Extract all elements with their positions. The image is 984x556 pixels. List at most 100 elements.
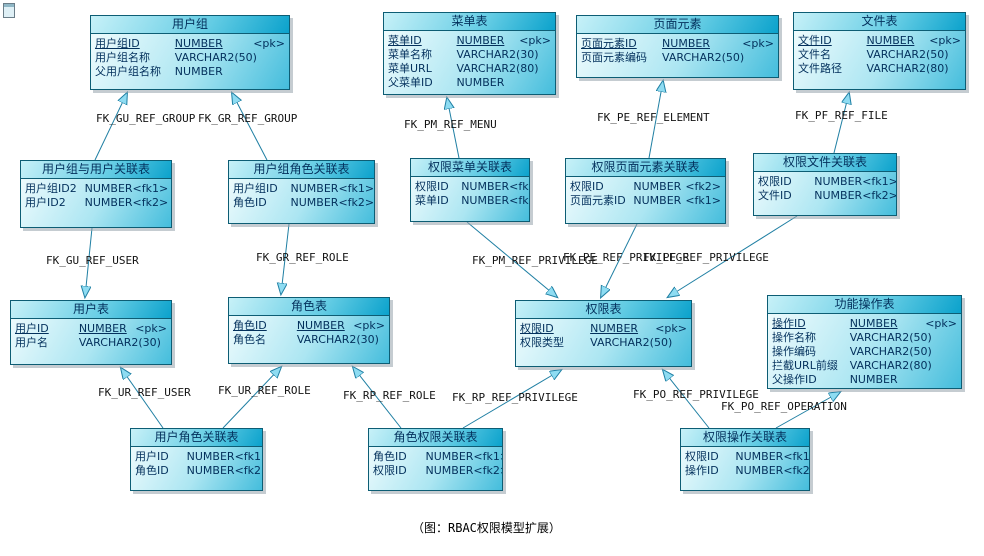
attr-name: 操作ID — [685, 464, 719, 477]
attr-type: NUMBER — [425, 450, 474, 463]
fk-label-fk-po-ref-operation: FK_PO_REF_OPERATION — [721, 400, 847, 413]
attr-name: 角色ID — [233, 196, 267, 209]
attr-type: NUMBER — [814, 175, 863, 188]
attribute-row: 操作编码 VARCHAR2(50) — [772, 345, 957, 359]
attr-name: 角色ID — [233, 319, 267, 332]
attr-type: NUMBER — [174, 37, 223, 50]
attr-name: 页面元素ID — [581, 37, 637, 50]
entity-title-file: 文件表 — [794, 13, 965, 31]
fk-label-fk-gr-ref-role: FK_GR_REF_ROLE — [256, 251, 349, 264]
attr-type: NUMBER — [590, 322, 639, 335]
attr-key: <fk1> — [862, 175, 897, 188]
attr-type: VARCHAR2(50) — [174, 51, 257, 64]
entity-title-priv-element-assoc: 权限页面元素关联表 — [566, 159, 725, 177]
attr-type: VARCHAR2(30) — [456, 48, 539, 61]
entity-title-user: 用户表 — [11, 301, 171, 319]
attr-key: <fk2> — [783, 464, 810, 477]
attribute-row: 文件名 VARCHAR2(50) — [798, 48, 961, 62]
attr-name: 权限类型 — [520, 336, 564, 349]
attr-key: <fk2> — [338, 196, 375, 209]
attribute-row: 权限类型 VARCHAR2(50) — [520, 336, 687, 350]
attr-type: NUMBER — [866, 34, 915, 47]
attr-type: NUMBER — [633, 194, 682, 207]
fk-label-fk-pf-ref-file: FK_PF_REF_FILE — [795, 109, 888, 122]
attr-type: VARCHAR2(80) — [849, 359, 932, 372]
fk-label-fk-rp-ref-role: FK_RP_REF_ROLE — [343, 389, 436, 402]
attr-type: NUMBER — [849, 317, 898, 330]
attr-name: 页面元素编码 — [581, 51, 647, 64]
fk-label-fk-gu-ref-user: FK_GU_REF_USER — [46, 254, 139, 267]
attr-name: 用户ID — [135, 450, 169, 463]
attr-name: 用户组ID — [233, 182, 278, 195]
attr-name: 权限ID — [685, 450, 719, 463]
fk-label-fk-pm-ref-menu: FK_PM_REF_MENU — [404, 118, 497, 131]
attr-type: VARCHAR2(50) — [590, 336, 673, 349]
attr-name: 用户ID — [15, 322, 49, 335]
attr-type: VARCHAR2(50) — [866, 48, 949, 61]
attr-type: NUMBER — [461, 180, 510, 193]
fk-label-fk-gr-ref-group: FK_GR_REF_GROUP — [198, 112, 298, 125]
attr-key: <pk> — [135, 322, 167, 335]
attr-name: 菜单ID — [388, 34, 422, 47]
attr-type: VARCHAR2(30) — [296, 333, 379, 346]
attr-name: 页面元素ID — [570, 194, 626, 207]
attr-type: NUMBER — [735, 464, 784, 477]
attr-name: 操作编码 — [772, 345, 816, 358]
attr-name: 菜单URL — [388, 62, 432, 75]
attr-name: 文件名 — [798, 48, 831, 61]
fk-label-fk-gu-ref-group: FK_GU_REF_GROUP — [96, 112, 196, 125]
attr-type: VARCHAR2(50) — [849, 345, 932, 358]
fk-label-fk-pe-ref-privilege: FK_PE_REF_PRIVILEGE — [563, 251, 689, 264]
attr-key: <pk> — [925, 317, 957, 330]
attr-name: 父用户组名称 — [95, 65, 161, 78]
attr-type: NUMBER — [84, 196, 133, 209]
attr-type: VARCHAR2(80) — [866, 62, 949, 75]
attr-name: 权限ID — [373, 464, 407, 477]
attr-name: 文件ID — [758, 189, 792, 202]
attr-name: 角色ID — [373, 450, 407, 463]
entity-title-priv-op-assoc: 权限操作关联表 — [681, 429, 809, 447]
attr-key: <fk1> — [132, 182, 169, 195]
attr-key: <fk2> — [862, 189, 897, 202]
diagram-caption: （图：RBAC权限模型扩展） — [412, 521, 561, 535]
attr-name: 用户名 — [15, 336, 48, 349]
attr-key: <fk2> — [132, 196, 169, 209]
attr-name: 父菜单ID — [388, 76, 433, 89]
attr-name: 权限ID — [520, 322, 554, 335]
